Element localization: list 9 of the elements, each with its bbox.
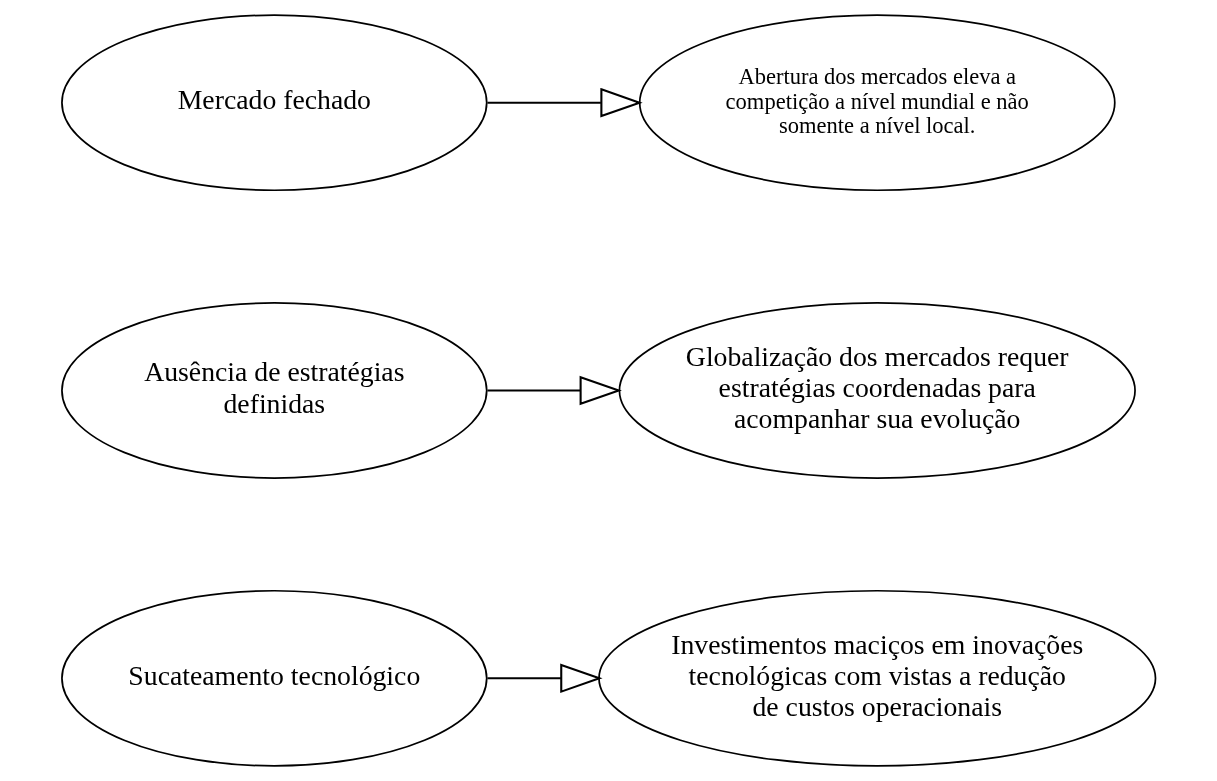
node-ellipse: Mercado fechado	[61, 14, 488, 192]
arrow	[487, 87, 643, 118]
node-ellipse: Investimentos maciços em inovações tecnológicas com vistas a redução de custos operacionais	[598, 589, 1157, 767]
node-ellipse: Globalização dos mercados requer estratégias coordenadas para acompanhar sua evolução	[618, 302, 1136, 479]
node-ellipse: Sucateamento tecnológico	[61, 589, 488, 767]
node-ellipse: Ausência de estratégias definidas	[61, 302, 488, 479]
node-ellipse: Abertura dos mercados eleva a competição a nível mundial e não somente a nível local.	[638, 14, 1116, 192]
arrow	[487, 375, 622, 406]
arrow	[487, 663, 603, 694]
